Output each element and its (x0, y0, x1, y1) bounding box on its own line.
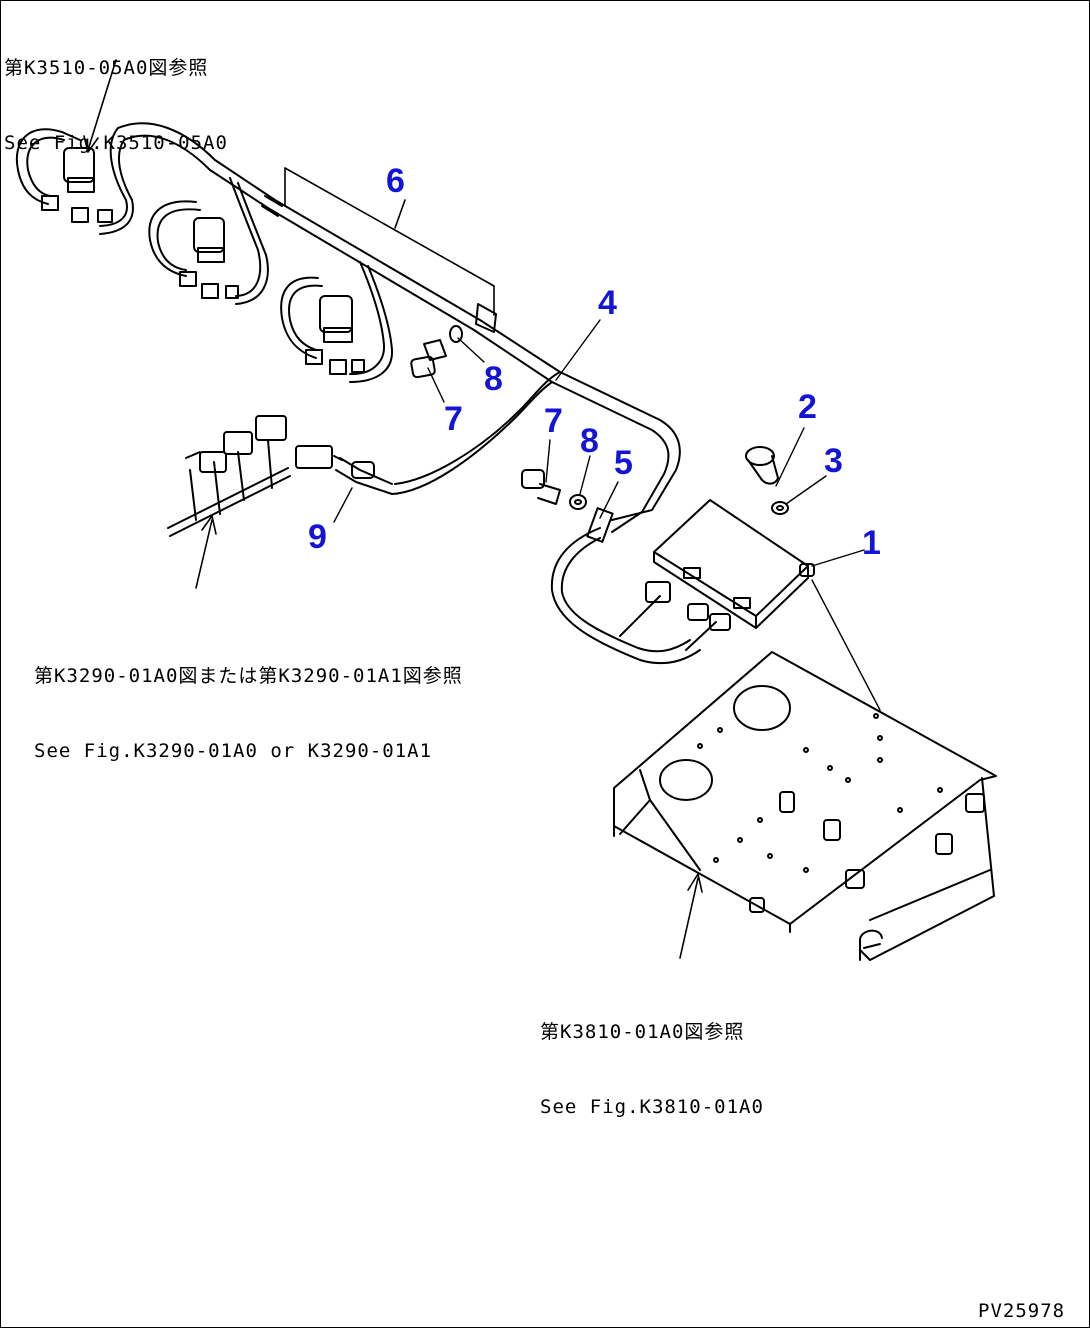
callout-1: 1 (862, 524, 881, 562)
harness-loop-branches (148, 177, 394, 383)
callout-8-upper: 8 (484, 360, 503, 398)
harness-left-branch (99, 127, 134, 235)
leader-1-plate (811, 579, 881, 711)
callout-leaders (333, 319, 865, 567)
reference-left-en: See Fig.K3290-01A0 or K3290-01A1 (34, 740, 433, 762)
reference-note-top: 第K3510-05A0図参照 See Fig.K3510-05A0 (4, 6, 228, 181)
controller-box (653, 499, 815, 629)
mounting-plate (613, 651, 997, 961)
reference-bottom-jp: 第K3810-01A0図参照 (540, 1021, 745, 1043)
reference-top-jp: 第K3510-05A0図参照 (4, 57, 209, 79)
callout-6: 6 (386, 162, 405, 200)
bolt-7-lower (521, 469, 561, 505)
harness-sleeve (261, 195, 497, 333)
left-connector-group (167, 415, 291, 537)
harness-branch-controller (550, 507, 731, 665)
washer-8-upper (449, 325, 463, 343)
relay-blocks (41, 147, 365, 375)
bolt-7-upper (410, 339, 447, 379)
reference-bottom-en: See Fig.K3810-01A0 (540, 1096, 764, 1118)
washer-3 (771, 501, 789, 515)
figure-id: PV25978 (978, 1300, 1066, 1322)
callout-9: 9 (308, 518, 327, 556)
reference-arrows (83, 59, 703, 959)
reference-top-en: See Fig.K3510-05A0 (4, 132, 228, 154)
callout-6-bracket (284, 167, 495, 316)
callout-5: 5 (614, 444, 633, 482)
reference-note-left: 第K3290-01A0図または第K3290-01A1図参照 See Fig.K3… (34, 614, 463, 789)
callout-4: 4 (598, 284, 617, 322)
harness-left-loop (15, 128, 81, 205)
reference-left-jp: 第K3290-01A0図または第K3290-01A1図参照 (34, 665, 463, 687)
callout-3: 3 (824, 442, 843, 480)
reference-note-bottom: 第K3810-01A0図参照 See Fig.K3810-01A0 (540, 970, 764, 1145)
callout-7-lower: 7 (544, 402, 563, 440)
harness-main-run (117, 122, 681, 533)
washer-8-lower (569, 494, 587, 510)
callout-7-upper: 7 (444, 400, 463, 438)
callout-8-lower: 8 (580, 422, 599, 460)
callout-2: 2 (798, 388, 817, 426)
harness-branch-9 (295, 371, 561, 495)
bolt-2 (745, 446, 779, 485)
